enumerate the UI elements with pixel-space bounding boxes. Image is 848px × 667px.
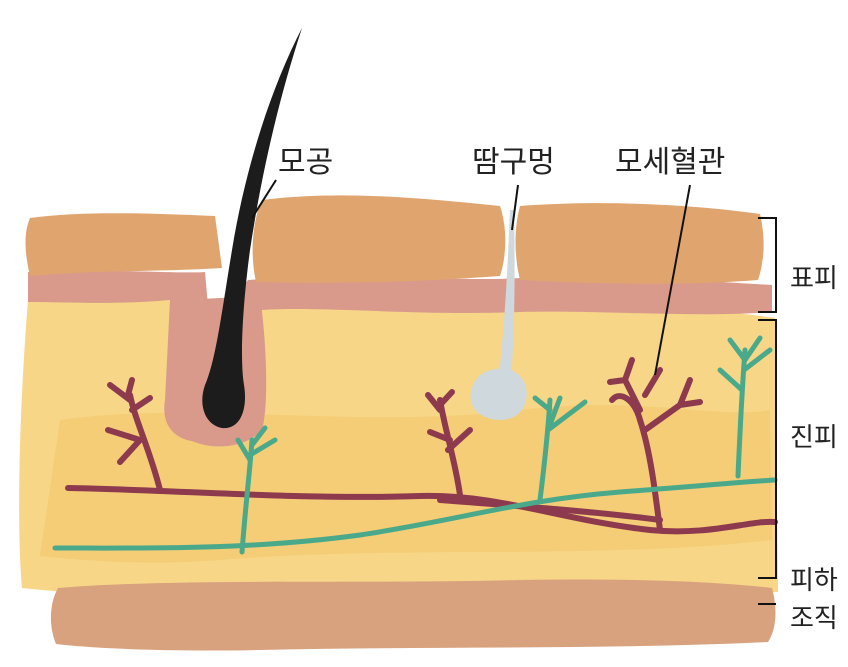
dermis-wash (40, 405, 772, 562)
label-epidermis: 표피 (790, 266, 838, 292)
label-sweat-pore: 땀구멍 (472, 148, 555, 178)
label-subcutaneous-2: 조직 (790, 606, 838, 632)
subcutaneous-layer (51, 579, 776, 650)
epidermis-left (26, 213, 223, 276)
label-subcutaneous-1: 피하 (790, 568, 838, 594)
sweat-gland (471, 368, 527, 419)
epidermis-middle (253, 195, 506, 282)
label-capillary: 모세혈관 (615, 148, 725, 178)
label-dermis: 진피 (790, 425, 838, 451)
epidermis-right (516, 203, 764, 284)
label-pore: 모공 (278, 148, 333, 178)
